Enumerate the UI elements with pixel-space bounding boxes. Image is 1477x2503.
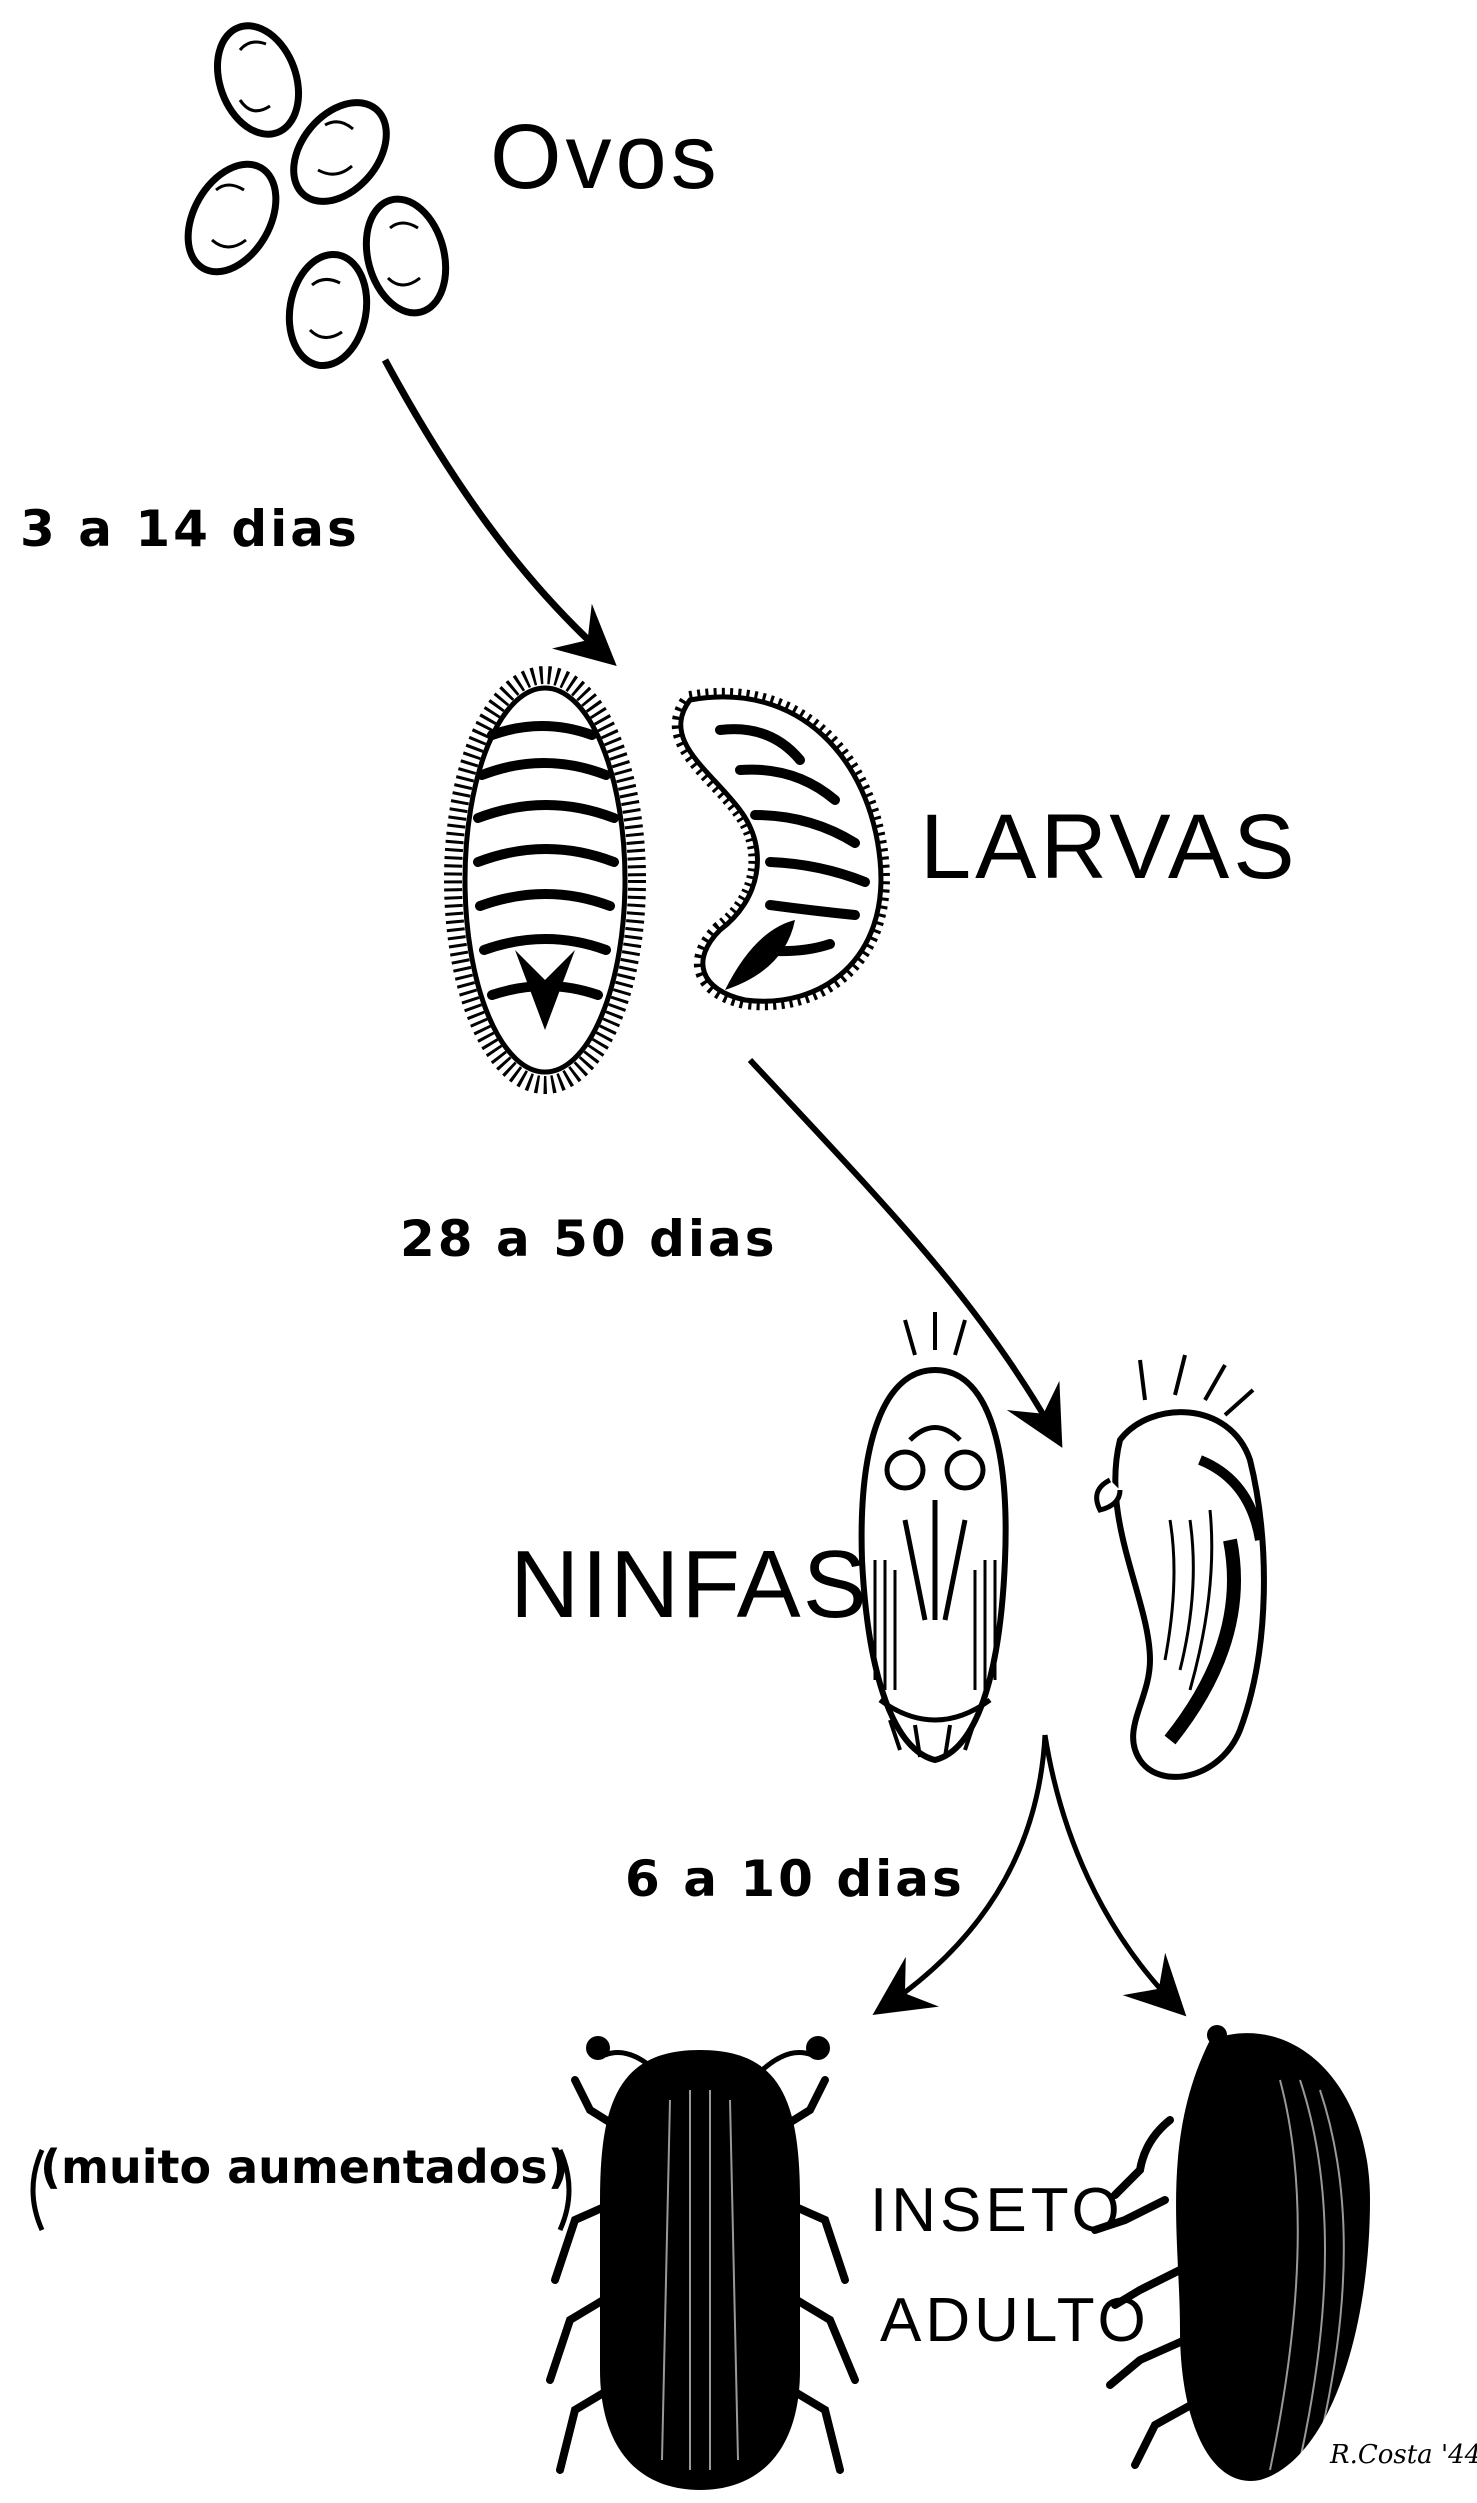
- egg: [170, 149, 294, 287]
- pupa: [1097, 1355, 1264, 1777]
- adults-illustration: [550, 2025, 1370, 2490]
- egg: [281, 248, 375, 371]
- arrow-eggs-to-larvae: [385, 360, 610, 660]
- larva: [453, 675, 637, 1085]
- stage-label-pupae: Ninfas: [510, 1530, 869, 1640]
- stage-label-eggs: Ovos: [490, 105, 721, 210]
- adult-beetle-dorsal: [550, 2036, 855, 2490]
- magnification-note: (muito aumentados): [40, 2140, 569, 2194]
- eggs-illustration: [170, 14, 458, 371]
- stage-label-adult-line1: Inseto: [870, 2175, 1124, 2246]
- larva: [681, 697, 881, 1001]
- duration-egg-to-larva: 3 a 14 dias: [20, 500, 360, 558]
- adult-beetle-lateral: [1095, 2025, 1370, 2481]
- pupa: [862, 1312, 1006, 1760]
- duration-pupa-to-adult: 6 a 10 dias: [625, 1850, 965, 1908]
- duration-larva-to-pupa: 28 a 50 dias: [400, 1210, 778, 1268]
- stage-label-larvae: Larvas: [920, 795, 1299, 900]
- larvae-illustration: [453, 675, 881, 1085]
- egg: [203, 14, 313, 145]
- stage-label-adult-line2: Adulto: [880, 2285, 1150, 2356]
- artist-signature: R.Costa '44: [1330, 2440, 1477, 2470]
- pupae-illustration: [862, 1312, 1264, 1777]
